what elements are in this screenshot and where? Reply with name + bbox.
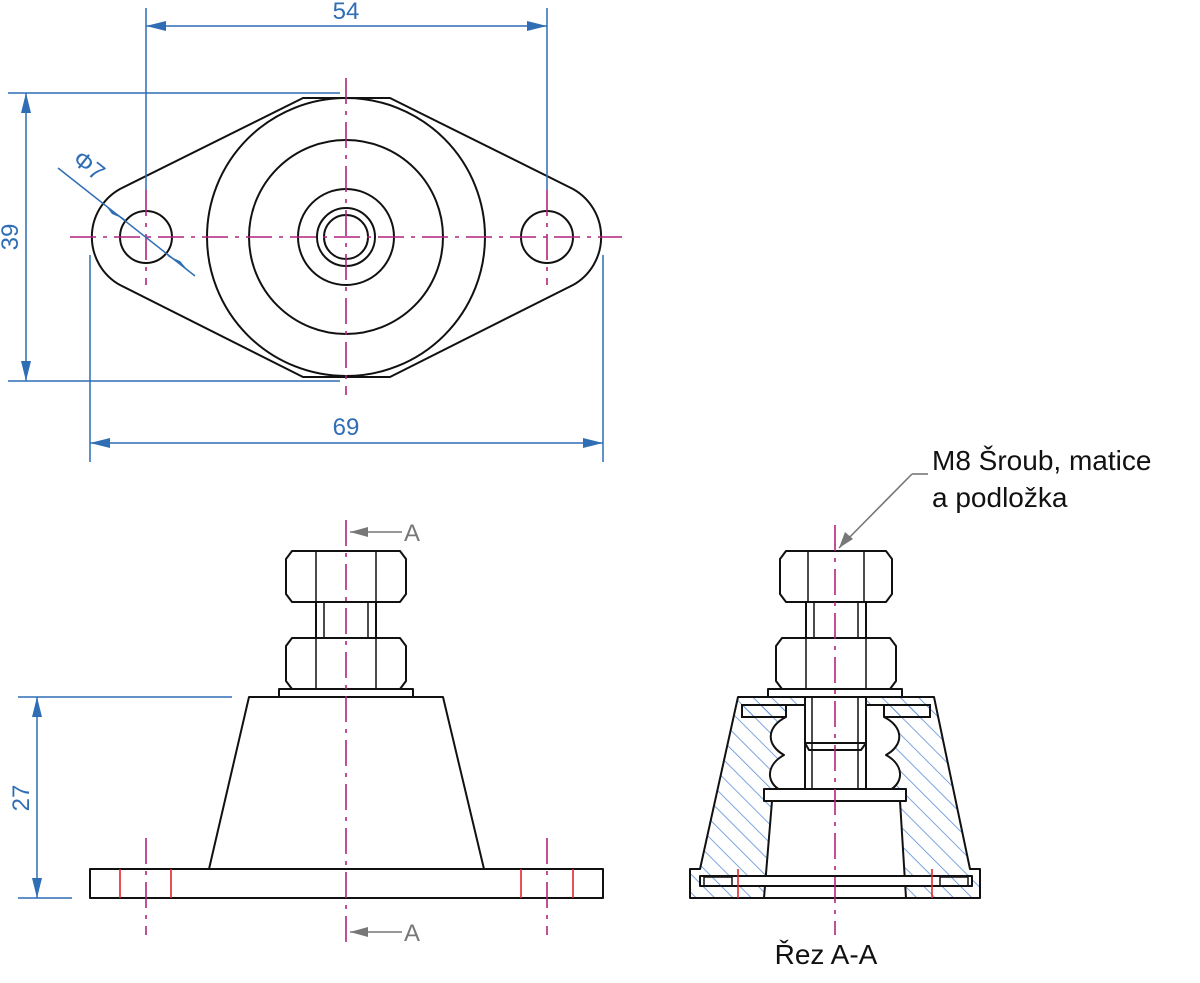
section-bolt-tip bbox=[804, 742, 867, 751]
section-upper-nut bbox=[779, 550, 893, 603]
section-view: M8 Šroub, matice a podložka Řez A-A bbox=[689, 445, 1151, 970]
dimension-54: 54 bbox=[145, 0, 548, 190]
callout-text-line2: a podložka bbox=[932, 482, 1068, 513]
section-marker-top-label: A bbox=[404, 520, 420, 547]
callout-leader bbox=[838, 473, 928, 549]
section-pad-left bbox=[703, 876, 733, 887]
upper-nut bbox=[285, 550, 407, 603]
dimension-hole-diameter: Φ7 bbox=[57, 145, 196, 277]
dimension-27: 27 bbox=[8, 696, 232, 899]
section-marker-bottom: A bbox=[350, 920, 420, 947]
section-marker-bottom-label: A bbox=[404, 920, 420, 947]
section-bolt-shank bbox=[805, 601, 867, 639]
dimension-69-label: 69 bbox=[333, 414, 360, 441]
flange-outline bbox=[90, 97, 603, 378]
section-pad-right bbox=[939, 876, 969, 887]
section-bottom-washer bbox=[699, 875, 973, 887]
top-view: 54 69 39 Φ7 bbox=[0, 0, 622, 462]
section-marker-top: A bbox=[350, 520, 420, 547]
dimension-39: 39 bbox=[0, 92, 340, 382]
callout-text-line1: M8 Šroub, matice bbox=[932, 445, 1151, 476]
side-view: A A 27 bbox=[8, 520, 604, 947]
dimension-54-label: 54 bbox=[333, 0, 360, 25]
dimension-27-label: 27 bbox=[8, 785, 35, 812]
lower-nut bbox=[285, 637, 407, 690]
dimension-69: 69 bbox=[89, 255, 604, 462]
section-title: Řez A-A bbox=[775, 939, 878, 970]
section-lower-nut bbox=[775, 637, 897, 690]
top-washer bbox=[278, 688, 414, 698]
dimension-39-label: 39 bbox=[0, 224, 24, 251]
